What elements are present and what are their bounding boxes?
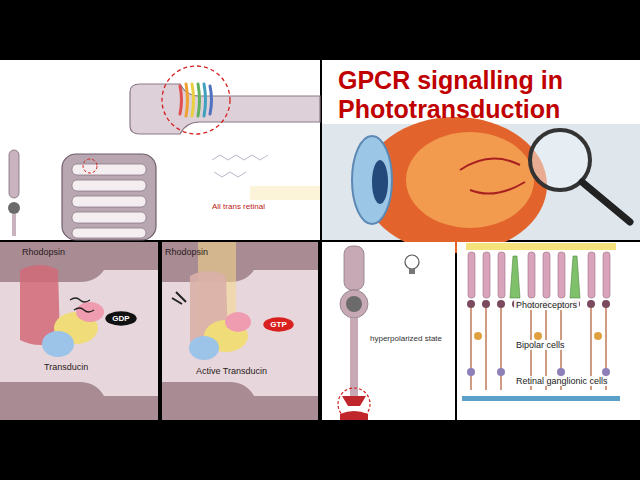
part-label: Active Transducin (196, 366, 267, 376)
part-label: hyperpolarized state (368, 334, 444, 343)
part-label: Bipolar cells (514, 340, 567, 350)
nucleotide-oval: GDP (105, 311, 137, 326)
part-label: Retinal ganglionic cells (514, 376, 610, 386)
nucleotide-oval: GTP (263, 317, 294, 332)
part-label: Transducin (44, 362, 88, 372)
title-text: GPCR signalling in Phototransduction (338, 66, 618, 124)
part-label: Photoreceptors (514, 300, 579, 310)
part-label: All trans retinal (212, 202, 265, 211)
oval-shape (263, 317, 293, 331)
part-label: Rhodopsin (165, 247, 208, 257)
oval-shape (105, 311, 136, 325)
node-text: GTP (270, 320, 286, 329)
part-label: Rhodopsin (22, 247, 65, 257)
node-text: GDP (112, 314, 129, 323)
